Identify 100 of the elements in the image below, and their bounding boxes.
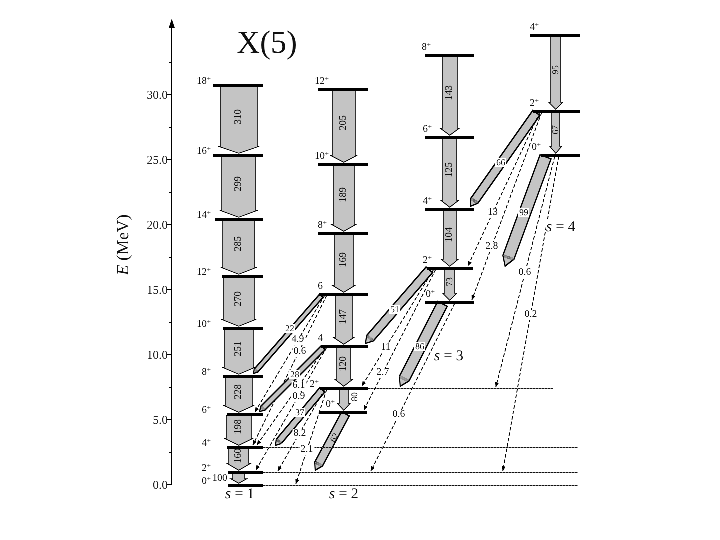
edge-label: 198 xyxy=(234,420,244,434)
edge-label: 67 xyxy=(552,125,560,134)
spin-label: 2$^{+}$ xyxy=(310,380,319,390)
edge-label: 66 xyxy=(496,158,506,168)
transition-arrow xyxy=(364,266,434,345)
spin-label: 4$^{+}$ xyxy=(202,438,211,448)
spin-label: 10$^{+}$ xyxy=(315,152,330,160)
dashed-transition-arrow xyxy=(256,347,326,446)
transition-arrow xyxy=(330,90,358,163)
edge-label: 73 xyxy=(446,277,454,286)
dashed-transition-arrow xyxy=(472,112,542,301)
transition-arrow xyxy=(223,377,255,413)
transition-arrow xyxy=(221,277,257,327)
transition-arrow xyxy=(334,347,354,387)
transition-arrow xyxy=(253,294,324,375)
axis-tick-label: 20.0 xyxy=(147,219,168,231)
spin-label: 12$^{+}$ xyxy=(196,268,211,278)
transition-arrow xyxy=(548,36,564,110)
edge-label: 8.2 xyxy=(292,429,308,439)
edge-label: 169 xyxy=(339,252,349,268)
transition-arrow xyxy=(331,234,357,293)
edge-label: 189 xyxy=(339,188,349,202)
dashed-transition-arrow xyxy=(364,269,436,411)
transition-arrow xyxy=(330,165,358,232)
transition-arrow xyxy=(440,210,460,268)
transition-arrow xyxy=(439,56,461,136)
edge-label: 2.7 xyxy=(376,368,390,378)
spin-label: 2$^{+}$ xyxy=(423,256,432,264)
dashed-transition-arrow xyxy=(362,269,434,387)
spin-label: 16$^{+}$ xyxy=(196,146,211,156)
edge-label: 2.8 xyxy=(484,242,500,252)
edge-label: 205 xyxy=(339,116,349,130)
edge-label: 0.6 xyxy=(292,347,308,357)
transition-arrow xyxy=(220,156,258,218)
axis-tick-label: 25.0 xyxy=(147,154,168,166)
edge-label: 6.1 xyxy=(292,381,306,391)
transition-arrow xyxy=(442,269,458,302)
transition-arrow xyxy=(502,154,552,268)
edge-label: 100 xyxy=(212,474,228,484)
spin-label: 4$^{+}$ xyxy=(530,22,540,32)
edge-label: 143 xyxy=(445,85,455,100)
spin-label: 8$^{+}$ xyxy=(202,368,211,378)
edge-label: 11 xyxy=(380,343,392,353)
axis-tick-label: 5.0 xyxy=(153,414,168,426)
edge-label: 310 xyxy=(234,109,244,124)
spin-label: 18$^{+}$ xyxy=(196,76,211,86)
transition-arrow xyxy=(218,86,260,154)
edge-label: 28 xyxy=(290,370,300,380)
dashed-transition-arrow xyxy=(254,295,326,413)
spin-label: 2$^{+}$ xyxy=(202,464,211,474)
transition-arrow xyxy=(222,329,256,375)
edge-label: 0.9 xyxy=(292,392,306,402)
transition-arrow xyxy=(229,473,249,484)
transition-arrow xyxy=(336,389,352,412)
edge-label: 299 xyxy=(234,176,244,191)
transition-arrow xyxy=(314,411,350,472)
edge-label: 125 xyxy=(445,162,455,177)
spin-label: 8$^{+}$ xyxy=(318,220,328,230)
spin-label: 6$^{+}$ xyxy=(202,406,211,416)
axis-tick-label: 10.0 xyxy=(147,349,168,361)
transition-arrow xyxy=(332,295,356,345)
edge-label: 285 xyxy=(234,236,244,252)
axis-tick-label: 0.0 xyxy=(153,479,168,491)
transition-arrow xyxy=(220,220,258,275)
spin-label: 0$^{+}$ xyxy=(426,290,436,298)
edge-label: 62 xyxy=(328,432,342,444)
edge-label: 0.6 xyxy=(392,410,406,420)
edge-label: 270 xyxy=(234,291,244,306)
diagram-title: X(5) xyxy=(237,26,298,58)
transition-arrow xyxy=(470,110,542,208)
spin-label: 12$^{+}$ xyxy=(315,76,330,86)
edge-label: 86 xyxy=(414,342,426,352)
spin-label: 0$^{+}$ xyxy=(532,142,542,152)
edge-label: 147 xyxy=(339,309,349,324)
spin-label: 4 xyxy=(318,334,323,342)
edge-label: 228 xyxy=(234,384,244,399)
dashed-transition-arrow xyxy=(256,347,328,471)
edge-label: 160 xyxy=(234,448,244,464)
edge-label: 0.2 xyxy=(524,310,538,320)
axis-title: E (MeV) xyxy=(114,214,132,276)
spin-label: 14$^{+}$ xyxy=(196,210,211,220)
edge-label: 51 xyxy=(390,306,400,314)
dashed-transition-arrow xyxy=(495,156,556,388)
transition-arrow xyxy=(274,386,326,446)
dashed-transition-arrow xyxy=(278,389,326,472)
spin-label: 2$^{+}$ xyxy=(530,98,540,108)
edge-label: 251 xyxy=(234,341,244,356)
edge-label: 22 xyxy=(284,324,296,334)
transition-arrow xyxy=(224,415,254,446)
edge-label: 95 xyxy=(552,65,560,74)
spin-label: 0$^{+}$ xyxy=(326,400,336,408)
transition-arrow xyxy=(440,138,460,208)
dashed-transition-arrow xyxy=(370,303,456,472)
transition-arrow xyxy=(226,448,252,471)
dashed-transition-arrow xyxy=(468,112,540,267)
transition-arrow xyxy=(549,112,563,154)
edge-label: 4.9 xyxy=(290,335,306,345)
axis-tick-label: 30.0 xyxy=(147,89,168,101)
dashed-transition-arrow xyxy=(252,295,328,446)
edge-label: 99 xyxy=(518,208,530,218)
